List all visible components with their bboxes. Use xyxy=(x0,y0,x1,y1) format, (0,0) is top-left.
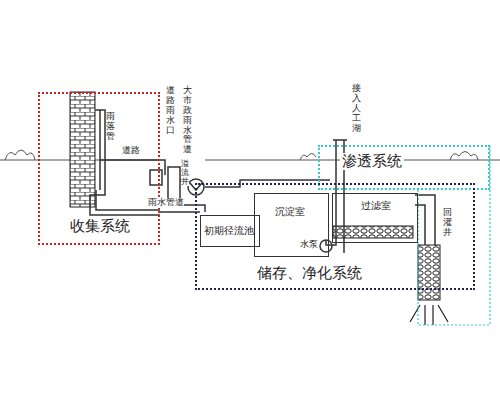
system-region: 储存、净化系统 初期径流池 沉淀室 过滤室 xyxy=(195,183,475,290)
region-title: 储存、净化系统 xyxy=(257,265,362,282)
region-title: 收集系统 xyxy=(70,218,130,235)
system-region: 收集系统 xyxy=(38,92,160,245)
chamber-label: 沉淀室 xyxy=(275,206,305,218)
part-label: 道路雨水口 xyxy=(166,86,175,135)
part-label: 雨水管道 xyxy=(148,198,184,208)
chamber-box: 初期径流池 xyxy=(200,215,260,247)
chamber-label: 初期径流池 xyxy=(204,225,254,237)
part-label: 接入人工湖 xyxy=(352,84,361,133)
chamber-box: 过滤室 xyxy=(332,193,418,243)
region-title: 渗透系统 xyxy=(340,153,404,170)
part-label: 雨落管 xyxy=(106,112,115,142)
part-label: 水泵 xyxy=(300,240,318,250)
part-label: 大市政雨水管道 xyxy=(183,86,192,155)
part-label: 道路 xyxy=(122,146,140,156)
chamber-label: 过滤室 xyxy=(361,200,391,212)
part-label: 回灌井 xyxy=(443,208,452,238)
part-label: 溢流井 xyxy=(181,160,189,186)
